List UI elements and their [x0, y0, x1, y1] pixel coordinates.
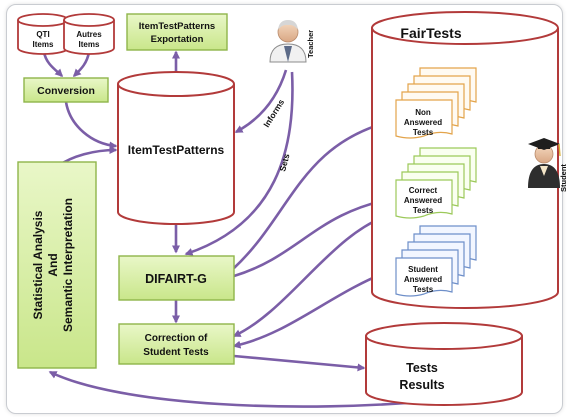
correct-answered-tests-stack: Correct Answered Tests [395, 147, 477, 219]
correct-answered-line1: Correct [409, 186, 438, 195]
exportation-box: ItemTestPatterns Exportation [126, 13, 228, 51]
tests-results-label-line2: Results [399, 378, 444, 392]
difairt-label: DIFAIRT-G [145, 272, 207, 286]
arrow-qti-to-conversion [42, 51, 64, 78]
non-answered-line1: Non [415, 108, 431, 117]
arrow-difairt-to-correct [233, 195, 398, 278]
arrow-correction-to-results [233, 354, 366, 372]
arrow-teacher-informs [234, 69, 288, 134]
student-answered-line2: Answered [404, 275, 442, 284]
correct-answered-line2: Answered [404, 196, 442, 205]
arrow-autres-to-conversion [72, 51, 91, 78]
correct-answered-line3: Tests [413, 206, 434, 215]
teacher-icon [269, 20, 307, 63]
exportation-label-line1: ItemTestPatterns [139, 21, 215, 32]
arrow-results-to-statistical [48, 370, 443, 408]
non-answered-tests-stack: Non Answered Tests [395, 67, 477, 139]
correction-box: Correction of Student Tests [118, 323, 235, 365]
student-label: Student [559, 164, 568, 192]
arrow-conversion-to-itempatterns [64, 101, 118, 150]
informs-edge-label: Informs [261, 97, 286, 129]
conversion-box: Conversion [23, 77, 109, 103]
autres-label-line2: Items [79, 40, 100, 49]
autres-items-cylinder: Autres Items [63, 13, 115, 55]
arrow-correct-to-correction [232, 212, 393, 338]
autres-label-line1: Autres [76, 30, 102, 39]
student-icon [528, 138, 561, 188]
qti-items-cylinder: QTI Items [17, 13, 69, 55]
sets-edge-label: Sets [277, 152, 291, 172]
exportation-label-line2: Exportation [151, 34, 204, 45]
difairt-box: DIFAIRT-G [118, 255, 235, 301]
correction-label-line1: Correction of [145, 333, 208, 344]
document-sheet [395, 67, 477, 139]
arrow-teacher-sets-difairt [184, 71, 294, 256]
conversion-label: Conversion [37, 85, 95, 97]
fairtests-label: FairTests [400, 25, 461, 41]
itemtestpatterns-label: ItemTestPatterns [128, 143, 225, 157]
non-answered-line3: Tests [413, 128, 434, 137]
tests-results-label-line1: Tests [406, 361, 438, 375]
teacher-label: Teacher [306, 30, 315, 58]
qti-label-line2: Items [33, 40, 54, 49]
statistical-label-line2: And [46, 253, 60, 276]
statistical-label-line3: Semantic Interpretation [61, 198, 75, 332]
student-answered-line1: Student [408, 265, 438, 274]
tests-results-cylinder: Tests Results [365, 322, 523, 406]
correction-label-line2: Student Tests [143, 347, 209, 358]
itemtestpatterns-cylinder: ItemTestPatterns [117, 71, 235, 225]
document-sheet [395, 225, 477, 297]
arrow-difairt-to-nonanswered [233, 117, 398, 269]
non-answered-line2: Answered [404, 118, 442, 127]
student-answered-tests-stack: Student Answered Tests [395, 225, 477, 297]
statistical-analysis-box: Statistical Analysis And Semantic Interp… [17, 161, 97, 369]
document-sheet [395, 147, 477, 219]
qti-label-line1: QTI [36, 30, 49, 39]
statistical-label-line1: Statistical Analysis [31, 210, 45, 319]
student-answered-line3: Tests [413, 285, 434, 294]
